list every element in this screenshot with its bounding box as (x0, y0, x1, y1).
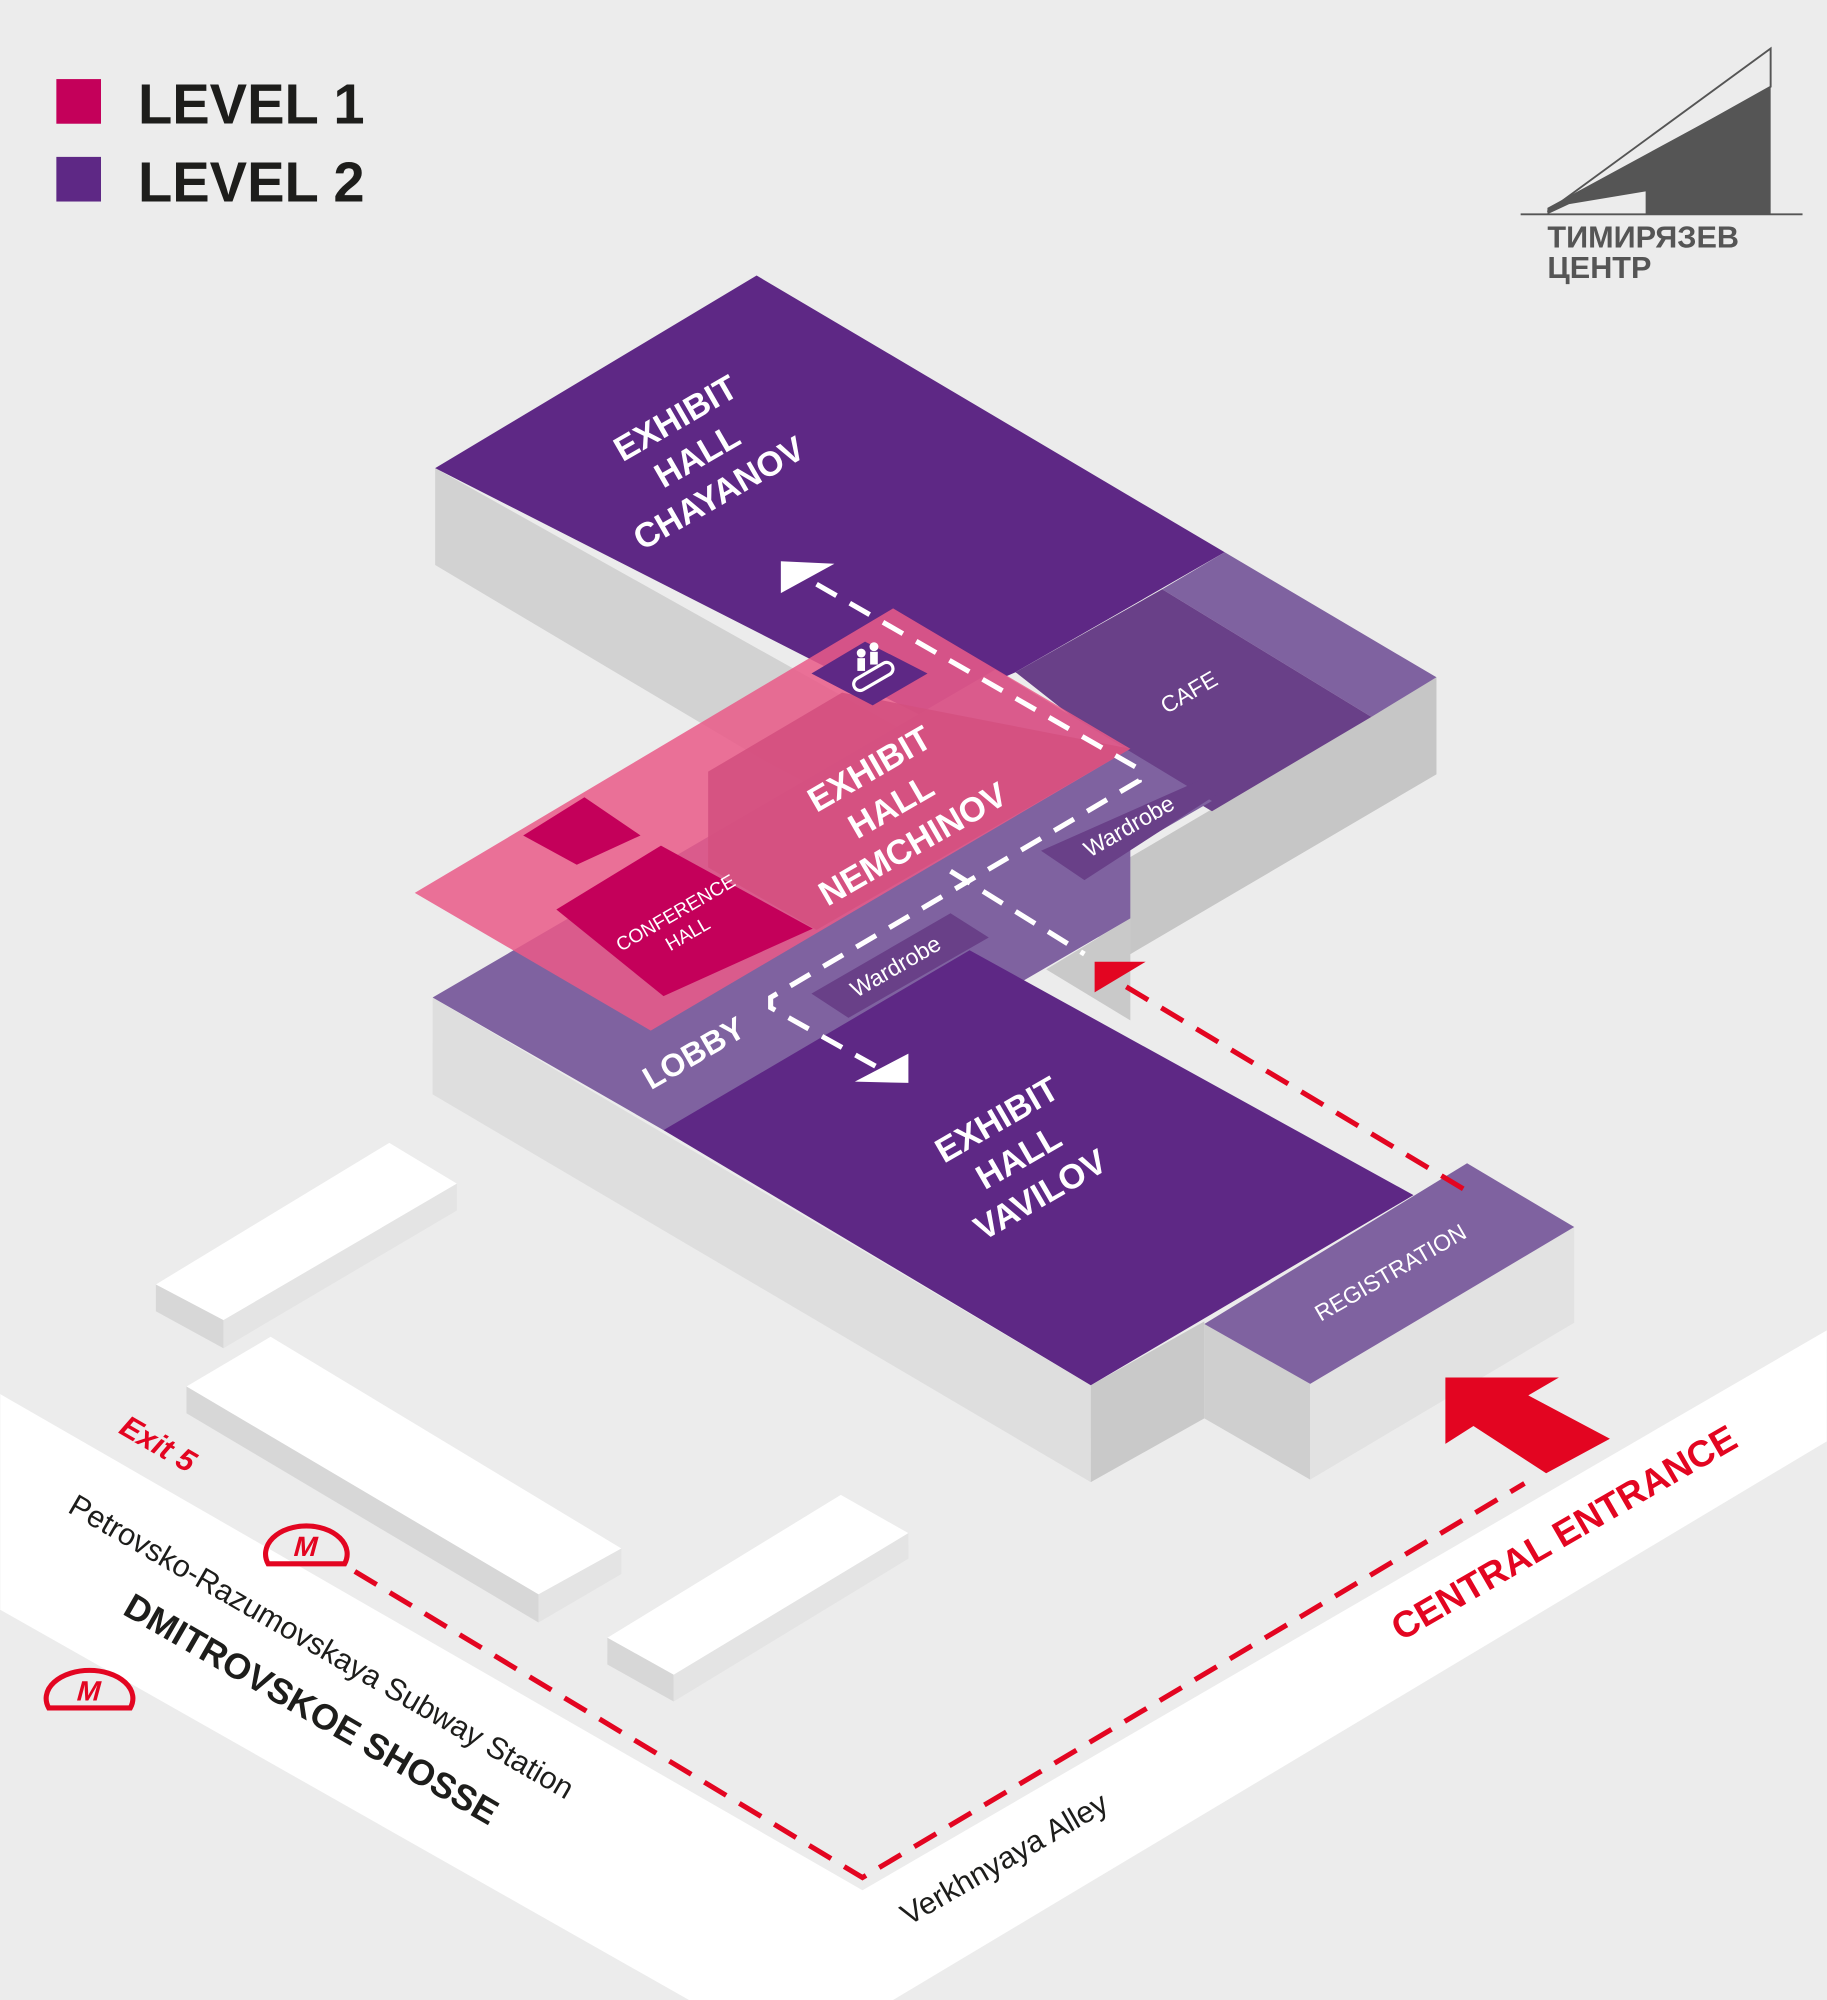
legend-swatch-level1 (56, 79, 101, 124)
escalator-area (811, 641, 928, 706)
level1-floor (414, 608, 1131, 1031)
legend-swatch-level2 (56, 156, 101, 202)
route-from-metro (353, 974, 1526, 1881)
central-entrance-arrow-icon (1445, 1377, 1610, 1474)
logo: ТИМИРЯЗЕВ ЦЕНТР (1520, 46, 1803, 285)
arrow-entry-icon (1094, 961, 1146, 993)
arrow-up-icon (780, 561, 835, 594)
conference-hall-area (556, 845, 813, 997)
neighbour-building (186, 1336, 622, 1623)
escalator-icon (852, 642, 895, 693)
level1-small-room (523, 797, 641, 865)
neighbour-building (607, 1494, 909, 1702)
road-dmitrovskoe-shosse (0, 1330, 1827, 2000)
neighbour-building (155, 1142, 457, 1349)
legend: LEVEL 1 LEVEL 2 (56, 73, 365, 214)
metro-icon: M (43, 1667, 136, 1711)
logo-line1: ТИМИРЯЗЕВ (1547, 220, 1739, 254)
wardrobe-upper-area (1041, 780, 1219, 881)
building-chayanov (435, 275, 1437, 955)
legend-label-level1: LEVEL 1 (138, 73, 365, 136)
arrow-down-icon (854, 1053, 909, 1083)
wardrobe-lower-area (811, 913, 989, 1018)
registration-block (1204, 1163, 1575, 1480)
logo-line2: ЦЕНТР (1547, 251, 1651, 285)
route-internal (768, 581, 1142, 1072)
legend-label-level2: LEVEL 2 (138, 151, 365, 214)
